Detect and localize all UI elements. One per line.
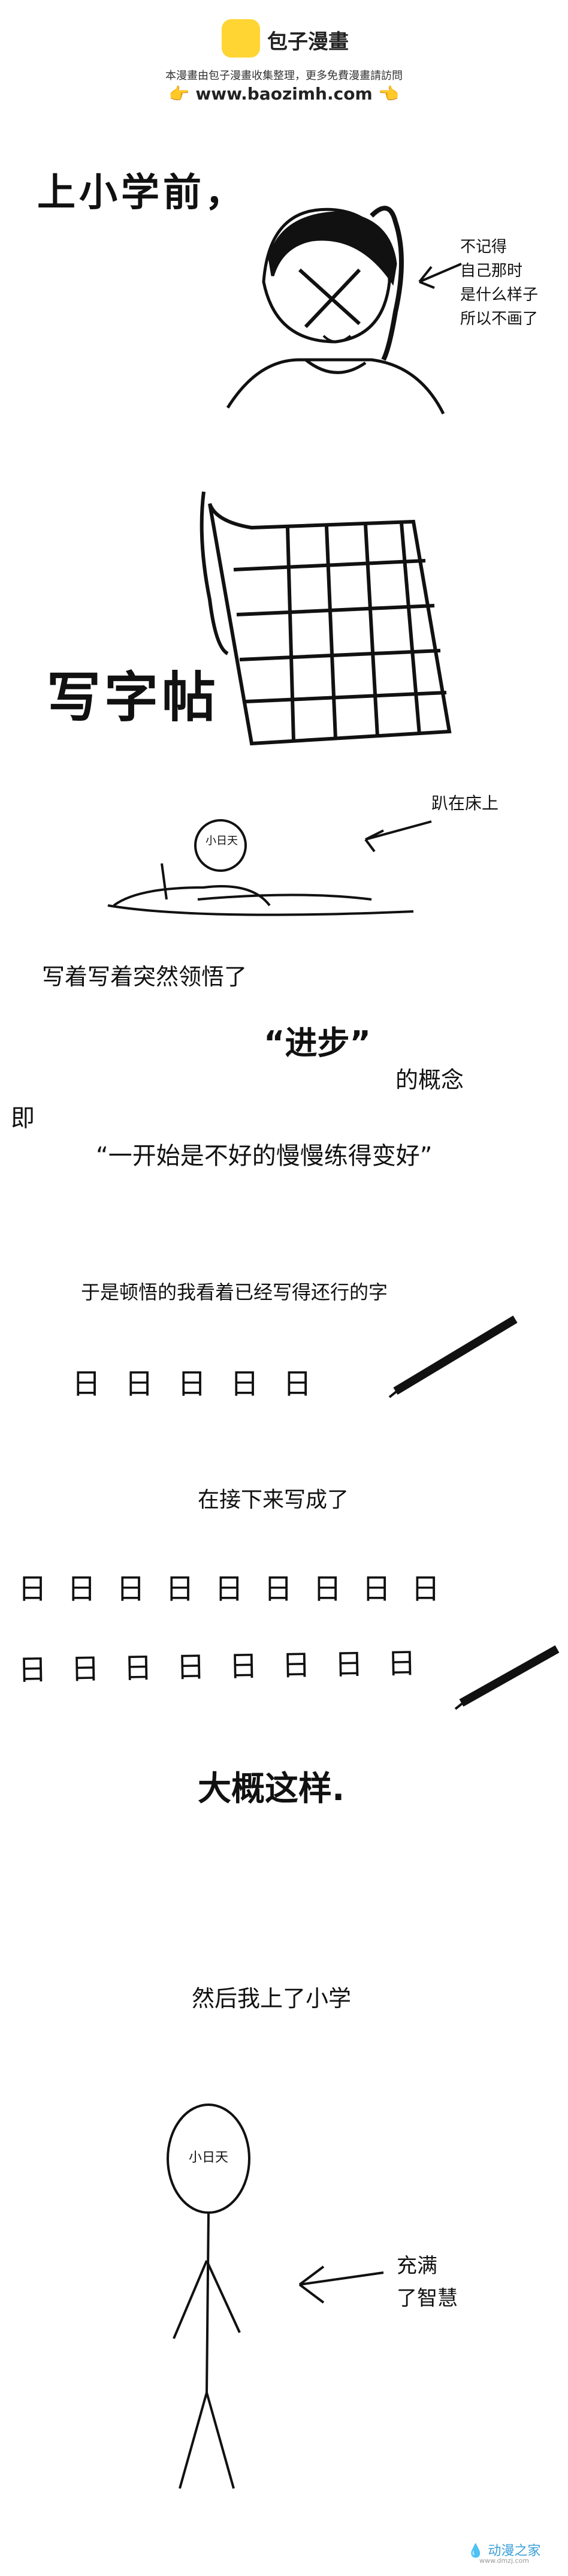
stick-figure-drawing	[167, 2103, 384, 2489]
char: 日	[386, 1647, 416, 1681]
char: 日	[72, 1367, 101, 1401]
pointing-hand-icon: 👉	[168, 84, 190, 104]
site-logo-icon	[222, 19, 260, 58]
stick-face-label: 小日天	[188, 2150, 228, 2165]
char: 日	[411, 1572, 440, 1606]
site-url-row[interactable]: 👉 www.baozimh.com 👈	[0, 84, 568, 104]
wisdom-note: 充满 了智慧	[397, 2250, 458, 2315]
char: 日	[116, 1572, 146, 1606]
next-line: 在接下来写成了	[198, 1488, 349, 1512]
char: 日	[125, 1367, 154, 1401]
girl-portrait-drawing	[226, 206, 445, 415]
char: 日	[214, 1572, 244, 1606]
char: 日	[264, 1572, 293, 1606]
char: 日	[18, 1572, 47, 1606]
footer-logo-text: 动漫之家	[488, 2544, 541, 2559]
char: 日	[177, 1367, 207, 1401]
side-note-line: 自己那时	[460, 262, 523, 280]
copybook-grid-drawing	[200, 491, 452, 746]
wisdom-line: 了智慧	[397, 2286, 458, 2310]
copybook-label: 写字帖	[47, 666, 219, 729]
char: 日	[123, 1651, 153, 1686]
title-before-school: 上小学前，	[37, 171, 247, 215]
site-name: 包子漫畫	[267, 30, 349, 54]
lying-child-drawing	[107, 819, 432, 916]
footer-logo: 💧 动漫之家	[467, 2540, 540, 2559]
pointing-hand-icon: 👈	[378, 84, 400, 104]
char: 日	[362, 1572, 391, 1606]
side-note-line: 是什么样子	[460, 286, 539, 304]
char: 日	[176, 1650, 206, 1685]
drop-icon: 💧	[467, 2544, 484, 2559]
pen-drawing	[388, 1315, 560, 1710]
site-url-link[interactable]: www.baozimh.com	[195, 84, 373, 104]
good-chars-row: 日 日 日 日 日	[72, 1360, 312, 1402]
practice-line: 于是顿悟的我看着已经写得还行的字	[81, 1281, 388, 1304]
side-note: 不记得 自己那时 是什么样子 所以不画了	[460, 235, 538, 331]
wisdom-line: 充满	[397, 2254, 437, 2278]
char: 日	[334, 1647, 364, 1682]
side-note-line: 不记得	[460, 238, 507, 256]
char: 日	[70, 1652, 100, 1687]
char: 日	[281, 1648, 311, 1683]
namely-text: 即	[11, 1105, 35, 1132]
char: 日	[313, 1572, 342, 1606]
quote-text: “一开始是不好的慢慢练得变好”	[96, 1142, 433, 1170]
side-note-line: 所以不画了	[460, 310, 539, 328]
char: 日	[283, 1367, 312, 1401]
messy-chars-row-2: 日 日 日 日 日 日 日 日	[17, 1639, 416, 1689]
roughly-text: 大概这样.	[198, 1770, 345, 1808]
concept-suffix: 的概念	[395, 1067, 464, 1093]
lying-label: 趴在床上	[431, 793, 499, 813]
char: 日	[67, 1572, 96, 1606]
realization-text: 写着写着突然领悟了	[42, 964, 247, 990]
char: 日	[17, 1653, 47, 1687]
face-label: 小日天	[206, 835, 238, 847]
messy-chars-row-1: 日 日 日 日 日 日 日 日 日	[18, 1565, 440, 1607]
progress-word: “进步”	[264, 1024, 371, 1062]
char: 日	[228, 1649, 258, 1684]
then-school-text: 然后我上了小学	[192, 1985, 352, 2012]
char: 日	[230, 1367, 259, 1401]
site-notice: 本漫畫由包子漫畫收集整理，更多免費漫畫請訪問	[165, 70, 403, 82]
footer-url: www.dmzj.com	[479, 2557, 529, 2565]
char: 日	[165, 1572, 195, 1606]
arrow-to-note	[418, 263, 462, 289]
